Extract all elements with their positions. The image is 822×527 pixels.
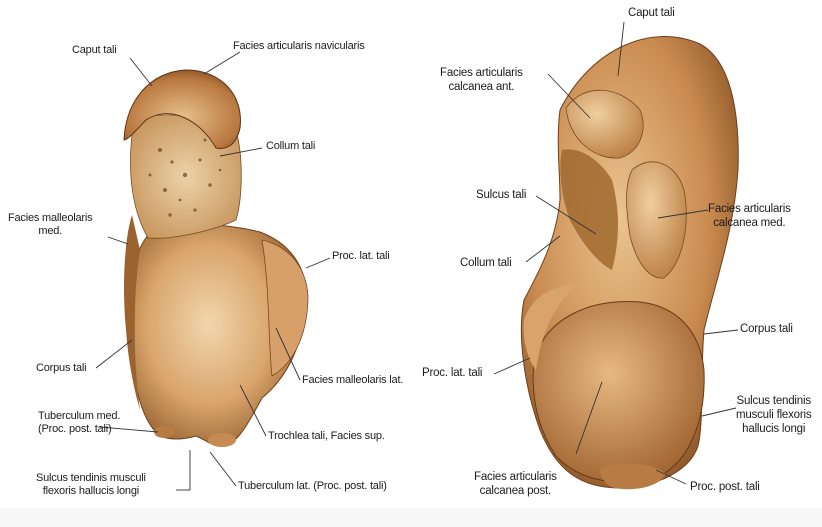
label-proc-lat-tali-right: Proc. lat. tali xyxy=(422,366,482,380)
talus-superior-view xyxy=(124,70,308,447)
tuberculum-lat-shape xyxy=(208,433,236,447)
label-facies-calcanea-med: Facies articularis calcanea med. xyxy=(708,202,791,230)
label-facies-malleolaris-lat: Facies malleolaris lat. xyxy=(302,374,403,387)
label-sulcus-tendinis-left: Sulcus tendinis musculi flexoris halluci… xyxy=(36,472,146,498)
label-proc-lat-tali-left: Proc. lat. tali xyxy=(332,250,390,263)
label-corpus-tali-left: Corpus tali xyxy=(36,362,86,375)
label-facies-calcanea-post: Facies articularis calcanea post. xyxy=(474,470,557,498)
label-caput-tali-left: Caput tali xyxy=(72,44,116,57)
label-facies-calcanea-ant: Facies articularis calcanea ant. xyxy=(440,66,523,94)
facet-calcanea-post xyxy=(533,301,704,481)
label-proc-post-tali: Proc. post. tali xyxy=(690,480,760,494)
label-collum-tali-left: Collum tali xyxy=(266,140,315,153)
label-tuberculum-med: Tuberculum med. (Proc. post. tali) xyxy=(38,410,120,436)
label-tuberculum-lat: Tuberculum lat. (Proc. post. tali) xyxy=(238,480,387,493)
label-collum-tali-right: Collum tali xyxy=(460,256,511,270)
label-corpus-tali-right: Corpus tali xyxy=(740,322,793,336)
talus-inferior-view xyxy=(521,37,738,490)
label-facies-malleolaris-med: Facies malleolaris med. xyxy=(8,212,92,238)
label-trochlea-tali: Trochlea tali, Facies sup. xyxy=(268,430,385,443)
label-caput-tali-right: Caput tali xyxy=(628,6,675,20)
label-facies-articularis-navicularis: Facies articularis navicularis xyxy=(233,40,365,53)
bottom-edge xyxy=(0,508,822,527)
label-sulcus-tali: Sulcus tali xyxy=(476,188,526,202)
label-sulcus-tendinis-right: Sulcus tendinis musculi flexoris halluci… xyxy=(736,394,811,436)
